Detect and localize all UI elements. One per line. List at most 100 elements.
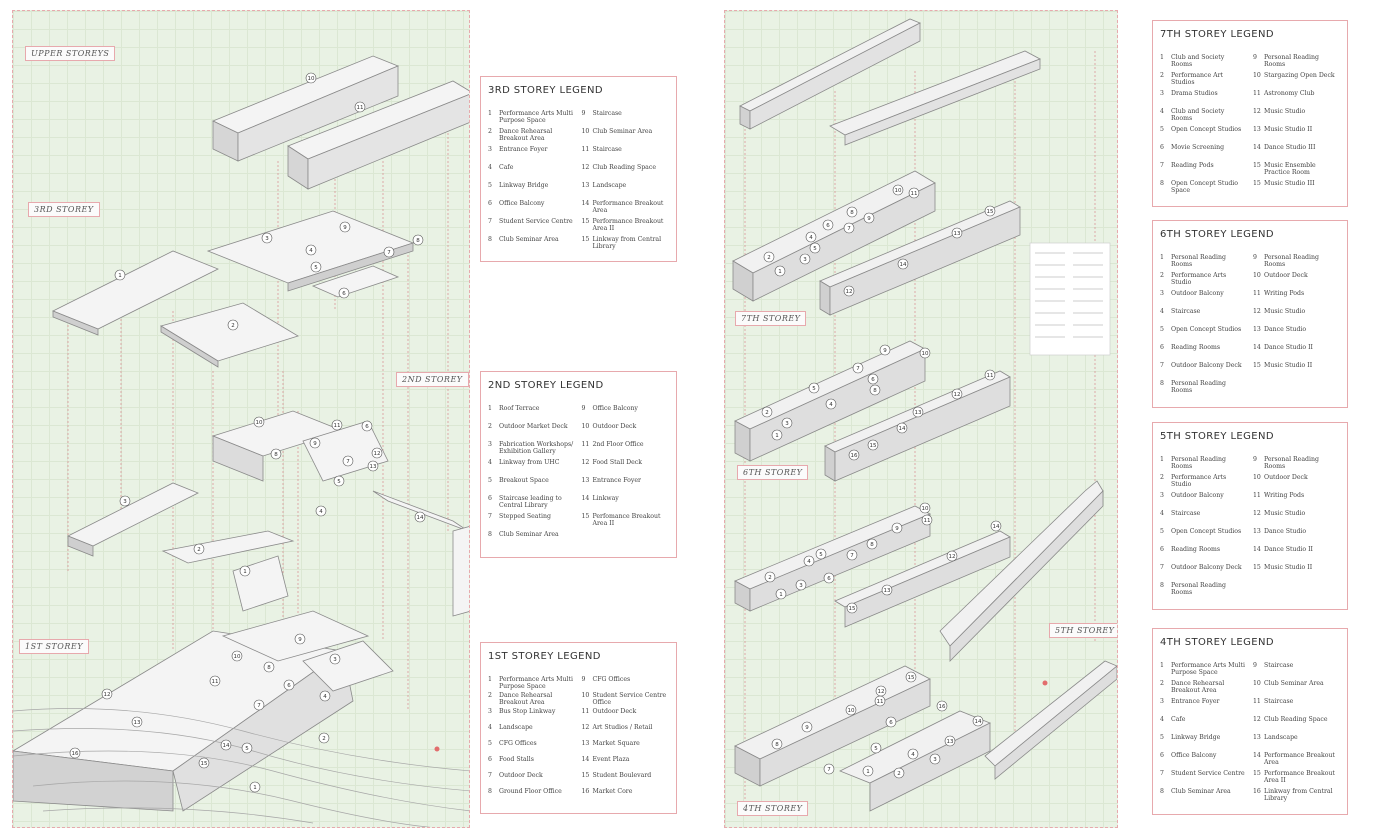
- tag-upper-storeys: UPPER STOREYS: [25, 46, 116, 61]
- legend-item-label: Club Seminar Area: [592, 128, 653, 135]
- room-marker-circle: [342, 455, 354, 467]
- room-marker-label: 16: [72, 751, 79, 757]
- legend-item-label: Breakout Space: [499, 477, 549, 484]
- legend-item-number: 12: [581, 164, 590, 171]
- legend-item-number: 11: [1253, 90, 1261, 97]
- room-marker-label: 13: [884, 588, 891, 594]
- legend-item-number: 13: [1253, 528, 1261, 535]
- legend-item-label: Performance Breakout Area: [592, 200, 664, 215]
- room-marker-label: 14: [975, 719, 982, 725]
- legend-item-number: 11: [581, 146, 590, 153]
- legend-item-number: 12: [1253, 716, 1261, 723]
- room-marker-circle: [354, 101, 366, 113]
- legend-item-number: 6: [488, 756, 492, 763]
- room-marker-circle: [294, 633, 306, 645]
- room-marker-label: 12: [374, 451, 381, 457]
- legend-item-number: 12: [1253, 308, 1261, 315]
- room-marker-circle: [929, 753, 941, 765]
- legend-item-label: Outdoor Balcony Deck: [1171, 564, 1242, 571]
- legend-item-label: Club and Society Rooms: [1171, 54, 1225, 69]
- legend-item-number: 11: [581, 441, 590, 448]
- room-marker-label: 8: [416, 238, 420, 244]
- room-marker-circle: [912, 406, 924, 418]
- legend-item-number: 1: [1160, 662, 1164, 669]
- legend-item-label: Art Studios / Retail: [592, 724, 653, 731]
- legend-item-label: Personal Reading Rooms: [1171, 456, 1226, 471]
- room-marker-label: 14: [900, 262, 907, 268]
- legend-item-number: 14: [581, 756, 590, 763]
- legend-item-number: 10: [581, 128, 590, 135]
- room-marker-label: 11: [357, 105, 364, 111]
- legend-item-label: Fabrication Workshops/ Exhibition Galler…: [499, 441, 574, 456]
- room-marker-label: 13: [954, 231, 961, 237]
- site-marker: [1042, 680, 1048, 686]
- room-marker-label: 5: [337, 479, 341, 485]
- legend-title: 5TH STOREY LEGEND: [1160, 431, 1274, 442]
- room-marker-circle: [309, 437, 321, 449]
- room-marker-label: 11: [924, 518, 931, 524]
- room-marker-circle: [815, 548, 827, 560]
- room-marker-circle: [897, 258, 909, 270]
- room-marker-label: 2: [765, 410, 769, 416]
- legend-item-label: Dance Studio II: [1264, 344, 1313, 351]
- room-marker-circle: [249, 781, 261, 793]
- legend-item-label: Personal Reading Rooms: [1264, 254, 1319, 269]
- room-marker-label: 2: [231, 323, 235, 329]
- legend-item-label: Dance Studio III: [1264, 144, 1316, 151]
- room-marker-circle: [101, 688, 113, 700]
- room-marker-label: 9: [895, 526, 899, 532]
- room-marker-label: 6: [365, 424, 369, 430]
- legend-item-number: 2: [488, 128, 492, 135]
- room-marker-label: 3: [333, 657, 337, 663]
- room-marker-circle: [823, 572, 835, 584]
- room-marker-circle: [209, 675, 221, 687]
- legend-item-number: 6: [1160, 344, 1164, 351]
- legend-item-label: Staircase: [1264, 698, 1294, 705]
- room-marker-circle: [253, 416, 265, 428]
- inset-legend-card: [1029, 242, 1111, 356]
- legend-item-number: 5: [488, 182, 492, 189]
- legend-item-label: Music Studio III: [1264, 180, 1315, 187]
- room-marker-label: 6: [826, 223, 830, 229]
- legend-item-label: Music Studio II: [1264, 362, 1313, 369]
- room-marker-label: 7: [850, 553, 854, 559]
- room-marker-label: 11: [911, 191, 918, 197]
- legend-item-label: Office Balcony: [499, 200, 545, 207]
- room-marker-circle: [231, 650, 243, 662]
- room-marker-label: 10: [308, 76, 315, 82]
- legend-item-number: 3: [488, 146, 492, 153]
- legend-item-number: 6: [1160, 546, 1164, 553]
- room-marker-circle: [329, 653, 341, 665]
- legend-item-label: Astronomy Club: [1264, 90, 1315, 97]
- legend-item-number: 14: [1253, 752, 1261, 759]
- legend-item-number: 3: [1160, 698, 1164, 705]
- legend-item-label: Stargazing Open Deck: [1264, 72, 1335, 79]
